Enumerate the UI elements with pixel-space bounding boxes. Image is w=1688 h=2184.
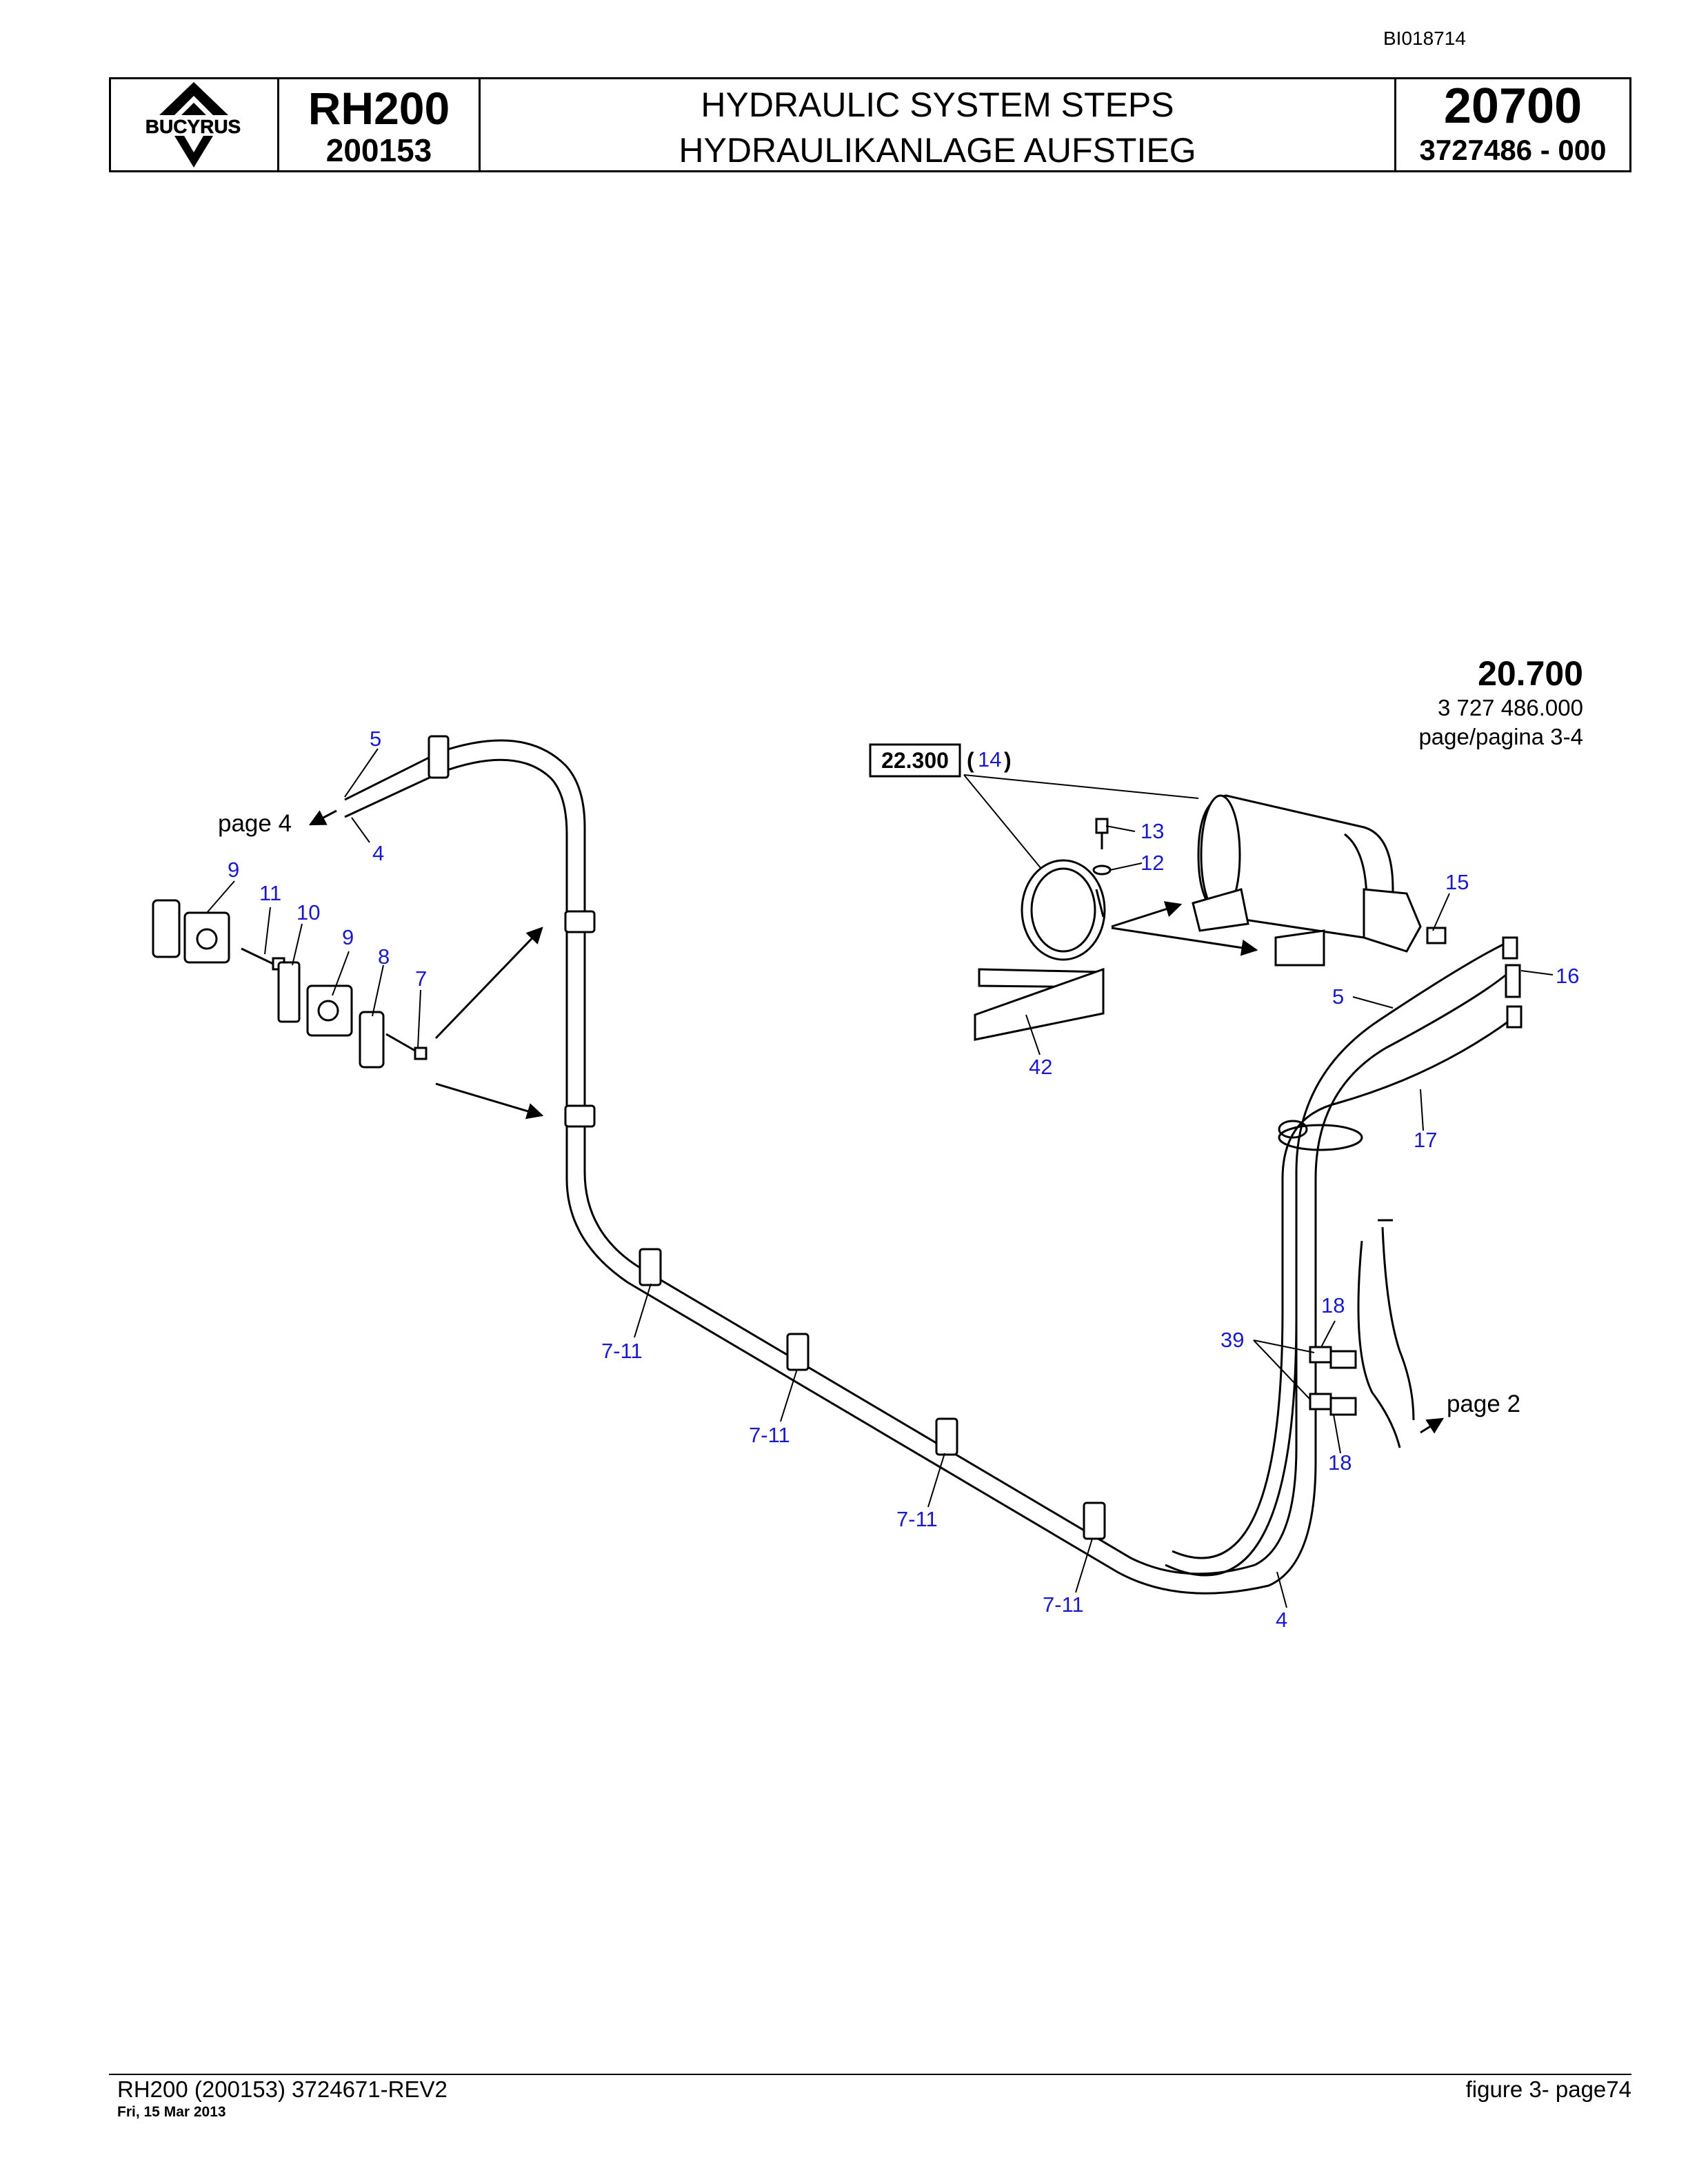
callout-range: 7-11 — [1043, 1593, 1084, 1617]
reference-group: 20.700 — [1478, 654, 1583, 693]
accumulator-assembly — [974, 794, 1422, 1041]
callout-17: 17 — [1414, 1128, 1437, 1152]
callout-9: 9 — [342, 925, 354, 949]
svg-text:BUCYRUS: BUCYRUS — [145, 116, 241, 137]
footer-rule — [109, 2074, 1631, 2075]
callout-11: 11 — [259, 881, 281, 905]
callout-8: 8 — [378, 944, 390, 969]
logo-cell: BUCYRUS — [111, 79, 279, 170]
title-english: HYDRAULIC SYSTEM STEPS — [701, 85, 1174, 124]
callout-4: 4 — [372, 841, 384, 865]
callout-4: 4 — [1276, 1608, 1287, 1632]
group-number: 20700 — [1443, 79, 1582, 134]
callout-12: 12 — [1141, 851, 1164, 875]
serial-number: 200153 — [325, 132, 432, 168]
callout-5: 5 — [1332, 984, 1344, 1009]
bucyrus-logo: BUCYRUS — [118, 82, 268, 168]
footer-date: Fri, 15 Mar 2013 — [117, 2104, 226, 2120]
cross-ref-number: 22.300 — [881, 748, 949, 773]
callout-15: 15 — [1445, 870, 1469, 894]
callout-range: 7-11 — [749, 1423, 790, 1447]
title-german: HYDRAULIKANLAGE AUFSTIEG — [679, 131, 1196, 170]
cross-ref-item: 14 — [978, 747, 1001, 771]
callout-18: 18 — [1321, 1293, 1345, 1317]
main-pipe-run — [344, 739, 1518, 1595]
part-number: 3727486 - 000 — [1419, 134, 1607, 166]
cross-ref-box — [869, 743, 961, 778]
number-cell: 20700 3727486 - 000 — [1396, 79, 1629, 170]
clamp-exploded-parts — [152, 899, 428, 1069]
callout-10: 10 — [297, 900, 320, 924]
cross-ref-paren-close: ) — [1004, 748, 1012, 773]
title-cell: HYDRAULIC SYSTEM STEPS HYDRAULIKANLAGE A… — [481, 79, 1396, 170]
callout-7: 7 — [415, 967, 427, 991]
footer-document-ref: RH200 (200153) 3724671-REV2 — [117, 2076, 448, 2102]
model-name: RH200 — [308, 83, 450, 134]
cross-ref-paren-open: ( — [967, 748, 974, 773]
callout-9: 9 — [228, 858, 239, 882]
callout-range: 7-11 — [896, 1507, 938, 1531]
model-cell: RH200 200153 — [279, 79, 481, 170]
direction-arrows — [308, 809, 1445, 1434]
page-ref-right: page 2 — [1447, 1391, 1520, 1417]
document-id: BI018714 — [1383, 28, 1466, 49]
callout-5: 5 — [370, 727, 381, 751]
page-ref-left: page 4 — [218, 810, 292, 837]
callout-range: 7-11 — [601, 1339, 643, 1363]
reference-page: page/pagina 3-4 — [1418, 724, 1583, 749]
title-block: BUCYRUS RH200 200153 HYDRAULIC SYSTEM ST… — [109, 77, 1631, 172]
reference-part: 3 727 486.000 — [1437, 695, 1583, 720]
callout-42: 42 — [1029, 1055, 1052, 1079]
pipe-clamps — [428, 735, 1106, 1540]
leader-lines — [206, 748, 1554, 1608]
hose-fittings — [1309, 927, 1523, 1416]
callout-16: 16 — [1556, 964, 1579, 988]
callout-13: 13 — [1141, 819, 1164, 843]
callout-18: 18 — [1328, 1450, 1352, 1475]
footer-figure-page: figure 3- page74 — [1465, 2076, 1631, 2102]
callout-39: 39 — [1220, 1328, 1244, 1352]
